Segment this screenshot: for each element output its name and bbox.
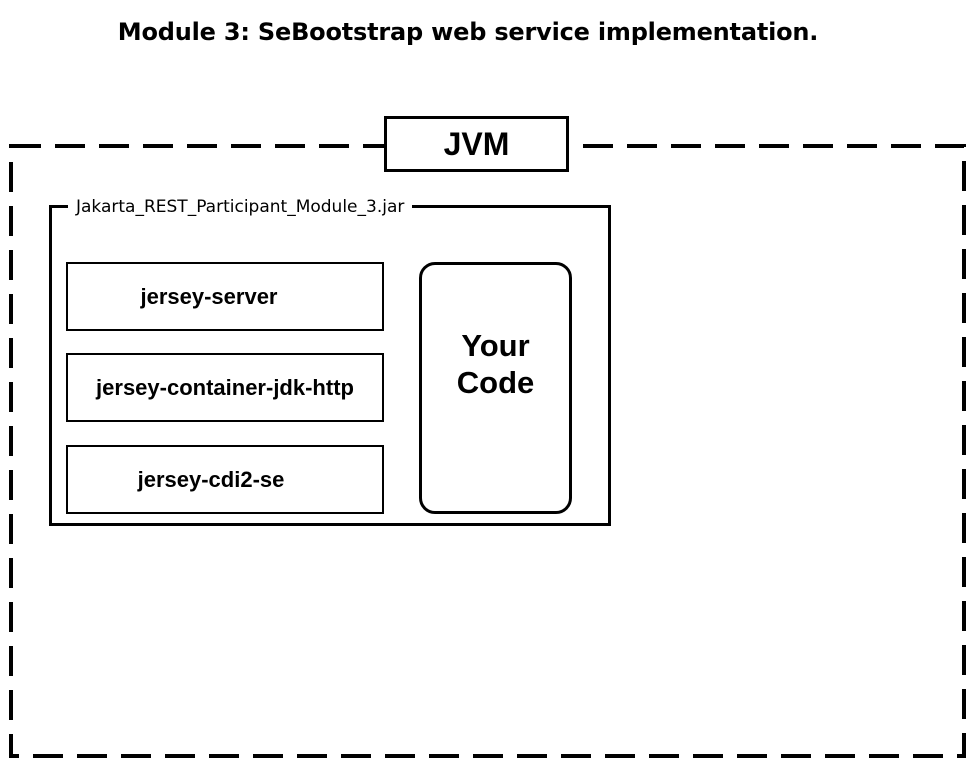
jvm-label: JVM: [384, 116, 569, 172]
jar-name: Jakarta_REST_Participant_Module_3.jar: [68, 196, 413, 218]
your-code-label: Your Code: [422, 327, 569, 401]
your-code-line-1: Your: [461, 328, 530, 363]
your-code-line-2: Code: [456, 365, 535, 400]
library-jersey-container-jdk-http: jersey-container-jdk-http: [66, 353, 384, 422]
library-label: jersey-server: [140, 283, 278, 309]
library-jersey-cdi2-se: jersey-cdi2-se: [66, 445, 384, 514]
diagram-title: Module 3: SeBootstrap web service implem…: [117, 18, 819, 46]
your-code-box: Your Code: [419, 262, 572, 514]
library-jersey-server: jersey-server: [66, 262, 384, 331]
library-label: jersey-container-jdk-http: [96, 374, 354, 400]
library-label: jersey-cdi2-se: [137, 466, 285, 492]
